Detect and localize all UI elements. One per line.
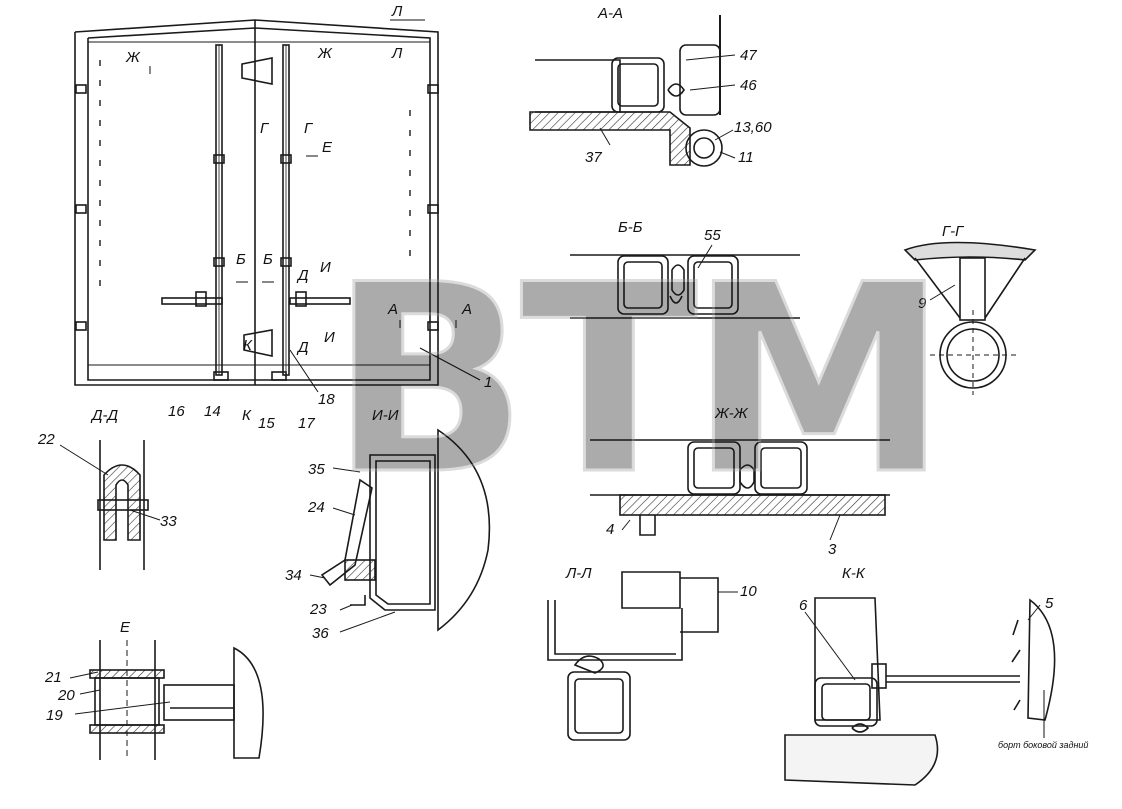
- part-5: 5: [1045, 595, 1054, 612]
- section-zh-zh-title: Ж-Ж: [714, 405, 749, 422]
- callout-g-left: Г: [260, 120, 270, 137]
- part-9: 9: [918, 295, 927, 312]
- section-l-l-title: Л-Л: [565, 565, 592, 582]
- btm-watermark: BTM ®: [329, 229, 950, 534]
- part-15: 15: [258, 415, 275, 432]
- part-20: 20: [57, 687, 75, 704]
- part-17: 17: [298, 415, 315, 432]
- section-e: [69, 640, 264, 760]
- callout-a-right: А: [461, 301, 472, 318]
- callout-l-top: Л: [391, 3, 403, 20]
- part-23: 23: [309, 601, 327, 618]
- section-d-d: [59, 440, 161, 570]
- section-b-b: [570, 244, 800, 319]
- part-35: 35: [308, 461, 325, 478]
- part-4: 4: [606, 521, 614, 538]
- callout-k-bottom: К: [242, 407, 252, 424]
- section-e-title: Е: [120, 619, 131, 636]
- watermark-reg-mark: ®: [822, 357, 856, 397]
- section-zh-zh: [590, 439, 890, 541]
- callout-b-right: Б: [263, 251, 273, 268]
- section-l-l: [547, 571, 738, 741]
- section-a-a: [529, 15, 736, 167]
- part-1: 1: [484, 374, 492, 391]
- part-33: 33: [160, 513, 177, 530]
- callout-k-top: К: [243, 337, 253, 354]
- callout-d-bottom: Д: [296, 339, 309, 356]
- callout-a-left: А: [387, 301, 398, 318]
- part-14: 14: [204, 403, 221, 420]
- section-i-i-title: И-И: [372, 407, 399, 424]
- section-i-i: [309, 428, 491, 633]
- part-55: 55: [704, 227, 721, 244]
- section-g-g-title: Г-Г: [942, 223, 965, 240]
- callout-zh-right: Ж: [317, 45, 333, 62]
- section-b-b-title: Б-Б: [618, 219, 643, 236]
- callout-d-top: Д: [296, 267, 309, 284]
- part-21: 21: [44, 669, 62, 686]
- callout-g-right: Г: [304, 120, 314, 137]
- section-d-d-title: Д-Д: [90, 407, 119, 424]
- callout-i-top: И: [320, 259, 331, 276]
- part-13-60: 13,60: [734, 119, 772, 136]
- main-view-doors: [74, 19, 439, 386]
- section-g-g: [903, 241, 1037, 395]
- part-16: 16: [168, 403, 185, 420]
- callout-zh-left: Ж: [125, 49, 141, 66]
- part-36: 36: [312, 625, 329, 642]
- part-47: 47: [740, 47, 757, 64]
- part-24: 24: [307, 499, 325, 516]
- part-11: 11: [738, 149, 754, 166]
- main-view-callouts: Л Ж Ж Л Г Г Е Б Б Д И А А И Д К К 1 16 1…: [125, 3, 492, 432]
- part-34: 34: [285, 567, 302, 584]
- section-a-a-labels: А-А 47 46 13,60 11 37: [585, 5, 772, 166]
- part-46: 46: [740, 77, 757, 94]
- callout-l-right: Л: [391, 45, 403, 62]
- watermark-text: BTM: [330, 230, 940, 532]
- kk-note: борт боковой задний: [998, 740, 1088, 750]
- part-19: 19: [46, 707, 63, 724]
- part-22: 22: [37, 431, 55, 448]
- part-3: 3: [828, 541, 837, 558]
- part-18: 18: [318, 391, 335, 408]
- section-k-k-title: К-К: [842, 565, 866, 582]
- section-k-k: [784, 597, 1056, 786]
- callout-i-bottom: И: [324, 329, 335, 346]
- part-10: 10: [740, 583, 757, 600]
- callout-e: Е: [322, 139, 333, 156]
- part-6: 6: [799, 597, 808, 614]
- callout-b-left: Б: [236, 251, 246, 268]
- section-a-a-title: А-А: [597, 5, 623, 22]
- part-37: 37: [585, 149, 602, 166]
